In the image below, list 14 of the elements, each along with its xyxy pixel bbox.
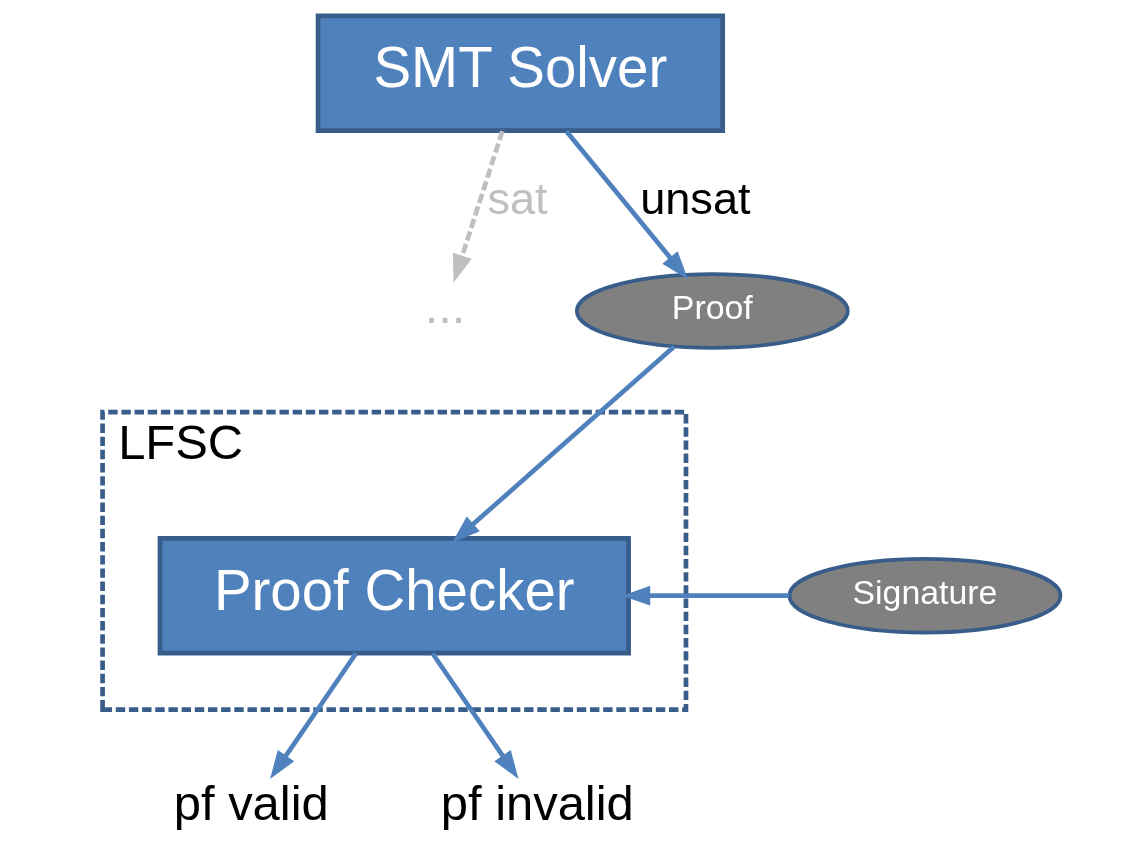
arrow [564,129,688,280]
edge-label: sat [486,172,548,224]
arrow [451,344,675,543]
node-text: pf valid [173,776,329,831]
edge-label: unsat [639,172,751,224]
arrow [452,130,505,283]
node-ellipse: Signature [787,556,1062,635]
arrow [269,652,358,780]
node-ellipse: Proof [574,272,850,350]
node-box: Proof Checker [157,535,631,656]
node-box: SMT Solver [315,13,725,133]
node-text: ... [424,278,465,333]
arrow [430,652,519,780]
node-text: pf invalid [440,776,634,831]
